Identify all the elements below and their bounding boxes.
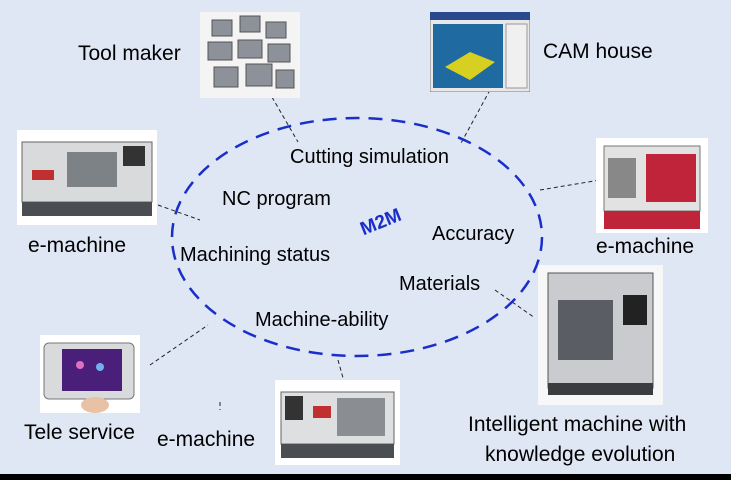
machining-status-label: Machining status bbox=[180, 244, 330, 267]
connector-emachine-right bbox=[540, 180, 600, 190]
emachine-bottom-image bbox=[275, 380, 400, 465]
tool-maker-image bbox=[200, 12, 300, 98]
materials-label: Materials bbox=[399, 273, 480, 296]
emachine-left-label: e-machine bbox=[28, 234, 126, 258]
tool-maker-label: Tool maker bbox=[78, 42, 181, 66]
emachine-bottom-label: e-machine bbox=[157, 428, 255, 452]
bottom-border bbox=[0, 474, 731, 480]
intelligent-machine-label-line1: Intelligent machine with bbox=[468, 413, 686, 437]
connector-intelligent bbox=[495, 290, 535, 318]
emachine-right-label: e-machine bbox=[596, 235, 694, 259]
tele-service-image bbox=[40, 335, 140, 413]
accuracy-label: Accuracy bbox=[432, 223, 514, 246]
connector-tele-service bbox=[150, 325, 208, 365]
nc-program-label: NC program bbox=[222, 188, 331, 211]
emachine-right-image bbox=[596, 138, 708, 233]
intelligent-machine-image bbox=[538, 265, 663, 405]
emachine-left-image bbox=[17, 130, 157, 225]
machine-ability-label: Machine-ability bbox=[255, 309, 388, 332]
connector-cam-house bbox=[460, 90, 490, 145]
intelligent-machine-label-line2: knowledge evolution bbox=[485, 443, 675, 467]
cam-house-image bbox=[430, 12, 530, 92]
cam-house-label: CAM house bbox=[543, 40, 653, 64]
cutting-simulation-label: Cutting simulation bbox=[290, 146, 449, 169]
tele-service-label: Tele service bbox=[24, 421, 135, 445]
